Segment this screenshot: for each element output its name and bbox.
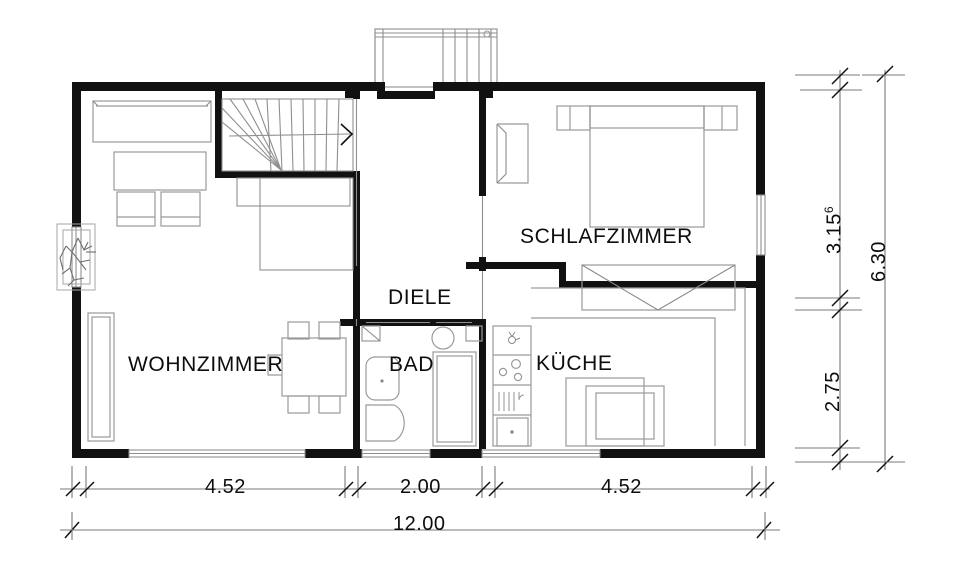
dimension-12-00: 12.00 xyxy=(393,513,446,535)
dimension-2-00: 2.00 xyxy=(400,476,441,498)
room-label-bad: BAD xyxy=(389,353,434,376)
room-label-schlafzimmer: SCHLAFZIMMER xyxy=(520,225,693,248)
bad-fixtures xyxy=(361,325,483,447)
dimension-3-15-6-superscript: 6 xyxy=(822,205,836,214)
interior-door-openings xyxy=(355,99,484,326)
staircase xyxy=(221,98,354,207)
right-dimension-lines xyxy=(795,65,905,473)
dimension-3-15-6: 3.156 xyxy=(822,206,847,254)
kueche-fixtures xyxy=(492,287,746,447)
dimension-3-15-6-value: 3.15 xyxy=(823,213,846,254)
dimension-4-52-left: 4.52 xyxy=(205,476,246,498)
shrub-symbol xyxy=(56,223,96,291)
entry-porch xyxy=(374,28,498,88)
under-stair-closet xyxy=(259,177,354,271)
room-label-kueche: KÜCHE xyxy=(536,352,613,375)
bottom-dimension-lines xyxy=(60,466,780,540)
exterior-walls xyxy=(72,82,765,458)
dimension-4-52-right: 4.52 xyxy=(601,476,642,498)
dimension-6-30: 6.30 xyxy=(868,241,890,282)
wohnzimmer-furniture xyxy=(87,100,347,442)
exterior-windows xyxy=(71,194,766,458)
room-label-wohnzimmer: WOHNZIMMER xyxy=(128,353,284,376)
dimension-2-75: 2.75 xyxy=(822,371,844,412)
room-label-diele: DIELE xyxy=(388,286,452,309)
schlafzimmer-furniture xyxy=(496,105,738,311)
